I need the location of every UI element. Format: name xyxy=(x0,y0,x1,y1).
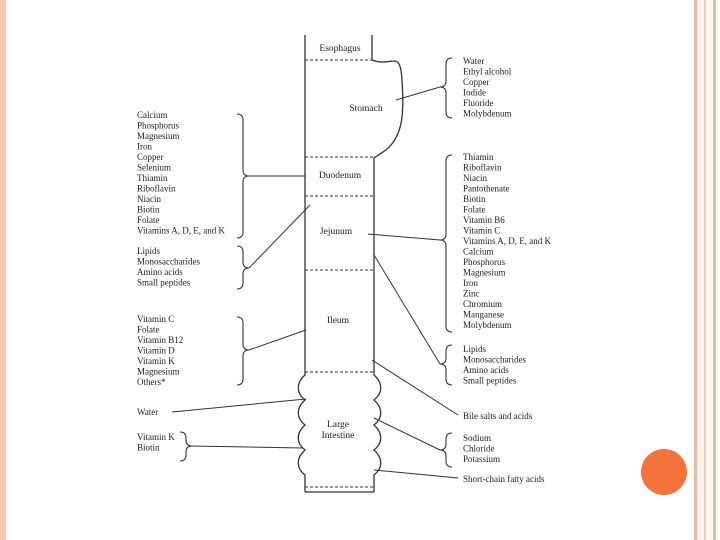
organ-label-large-intestine-2: Intestine xyxy=(322,431,355,441)
list-item: Amino acids xyxy=(137,267,183,277)
list-item: Riboflavin xyxy=(463,163,502,173)
list-item: Iron xyxy=(137,142,152,152)
list-item: Folate xyxy=(137,215,160,225)
connector-electrolytes xyxy=(374,418,440,450)
list-item: Iron xyxy=(463,278,478,288)
list-item: Molybdenum xyxy=(463,320,512,330)
bracket-right-electrolytes xyxy=(440,433,452,467)
organ-label-jejunum: Jejunum xyxy=(320,227,353,237)
tract-left-wall xyxy=(298,35,305,492)
connector-large-intestine-left xyxy=(192,446,303,448)
right-list-ileum-macros: Lipids Monosaccharides Amino acids Small… xyxy=(463,344,526,386)
brackets xyxy=(180,58,452,467)
organ-label-ileum: Ileum xyxy=(327,316,350,326)
list-item: Folate xyxy=(137,325,160,335)
list-item: Vitamin B12 xyxy=(137,335,183,345)
list-item: Copper xyxy=(463,77,490,87)
list-item: Small peptides xyxy=(137,278,191,288)
list-item: Riboflavin xyxy=(137,184,176,194)
list-item: Biotin xyxy=(463,194,486,204)
list-item: Biotin xyxy=(137,443,160,453)
connector-ileum-right xyxy=(374,255,440,364)
connector-bile xyxy=(372,360,458,415)
list-item: Monosaccharides xyxy=(463,355,526,365)
list-item: Manganese xyxy=(463,310,504,320)
list-item: Magnesium xyxy=(137,131,180,141)
list-item: Phosphorus xyxy=(137,121,180,131)
list-item: Others* xyxy=(137,377,166,387)
list-item: Vitamin C xyxy=(137,314,174,324)
list-item: Thiamin xyxy=(463,152,494,162)
list-item: Small peptides xyxy=(463,376,517,386)
connector-jejunum-left xyxy=(249,205,310,268)
list-item: Lipids xyxy=(137,246,160,256)
left-list-jejunum-macros: Lipids Monosaccharides Amino acids Small… xyxy=(137,246,200,288)
list-item: Vitamins A, D, E, and K xyxy=(137,226,225,236)
bracket-left-duodenum xyxy=(237,114,249,238)
list-item: Copper xyxy=(137,152,164,162)
bracket-left-ileum xyxy=(237,317,249,385)
list-item: Potassium xyxy=(463,454,500,464)
list-item: Vitamin B6 xyxy=(463,215,505,225)
list-item: Calcium xyxy=(137,110,168,120)
organ-label-duodenum: Duodenum xyxy=(319,171,362,181)
list-item: Vitamin K xyxy=(137,356,175,366)
bracket-right-jejunum xyxy=(440,155,452,332)
list-item: Vitamin C xyxy=(463,226,500,236)
right-label-scfa: Short-chain fatty acids xyxy=(463,474,545,484)
list-item: Ethyl alcohol xyxy=(463,67,512,77)
organ-label-large-intestine-1: Large xyxy=(327,420,349,430)
right-label-bile: Bile salts and acids xyxy=(463,411,533,421)
list-item: Folate xyxy=(463,205,486,215)
right-list-electrolytes: Sodium Chloride Potassium xyxy=(463,433,500,464)
list-item: Selenium xyxy=(137,163,171,173)
organ-label-esophagus: Esophagus xyxy=(319,44,360,54)
list-item: Calcium xyxy=(463,247,494,257)
list-item: Lipids xyxy=(463,344,486,354)
list-item: Thiamin xyxy=(137,173,168,183)
left-list-ileum-items: Vitamin C Folate Vitamin B12 Vitamin D V… xyxy=(137,314,183,387)
left-list-large-intestine-vitamins: Vitamin K Biotin xyxy=(137,432,175,453)
list-item: Magnesium xyxy=(137,367,180,377)
connector-ileum-left xyxy=(249,330,306,350)
list-item: Chloride xyxy=(463,444,495,454)
connector-jejunum-right xyxy=(368,234,440,240)
list-item: Molybdenum xyxy=(463,109,512,119)
list-item: Pantothenate xyxy=(463,184,510,194)
list-item: Sodium xyxy=(463,433,491,443)
left-label-water: Water xyxy=(137,407,158,417)
list-item: Monosaccharides xyxy=(137,257,200,267)
right-list-stomach-items: Water Ethyl alcohol Copper Iodide Fluori… xyxy=(463,56,512,119)
bracket-right-ileum xyxy=(440,345,452,385)
list-item: Chromium xyxy=(463,299,502,309)
list-item: Zinc xyxy=(463,289,480,299)
list-item: Vitamin K xyxy=(137,432,175,442)
bracket-left-jejunum xyxy=(237,246,249,289)
bracket-left-large-intestine xyxy=(180,432,192,461)
list-item: Vitamins A, D, E, and K xyxy=(463,236,551,246)
list-item: Magnesium xyxy=(463,268,506,278)
left-list-duodenum-minerals: Calcium Phosphorus Magnesium Iron Copper… xyxy=(137,110,225,236)
list-item: Water xyxy=(463,56,484,66)
connector-water xyxy=(172,399,306,412)
list-item: Biotin xyxy=(137,205,160,215)
right-list-jejunum-items: Thiamin Riboflavin Niacin Pantothenate B… xyxy=(463,152,551,330)
connector-lines xyxy=(172,87,458,478)
list-item: Iodide xyxy=(463,88,486,98)
list-item: Niacin xyxy=(463,173,487,183)
bracket-right-stomach xyxy=(440,58,452,118)
list-item: Vitamin D xyxy=(137,346,175,356)
connector-scfa xyxy=(374,470,458,478)
list-item: Niacin xyxy=(137,194,161,204)
list-item: Fluoride xyxy=(463,98,494,108)
list-item: Amino acids xyxy=(463,365,509,375)
organ-label-stomach: Stomach xyxy=(349,104,382,114)
list-item: Phosphorus xyxy=(463,257,506,267)
